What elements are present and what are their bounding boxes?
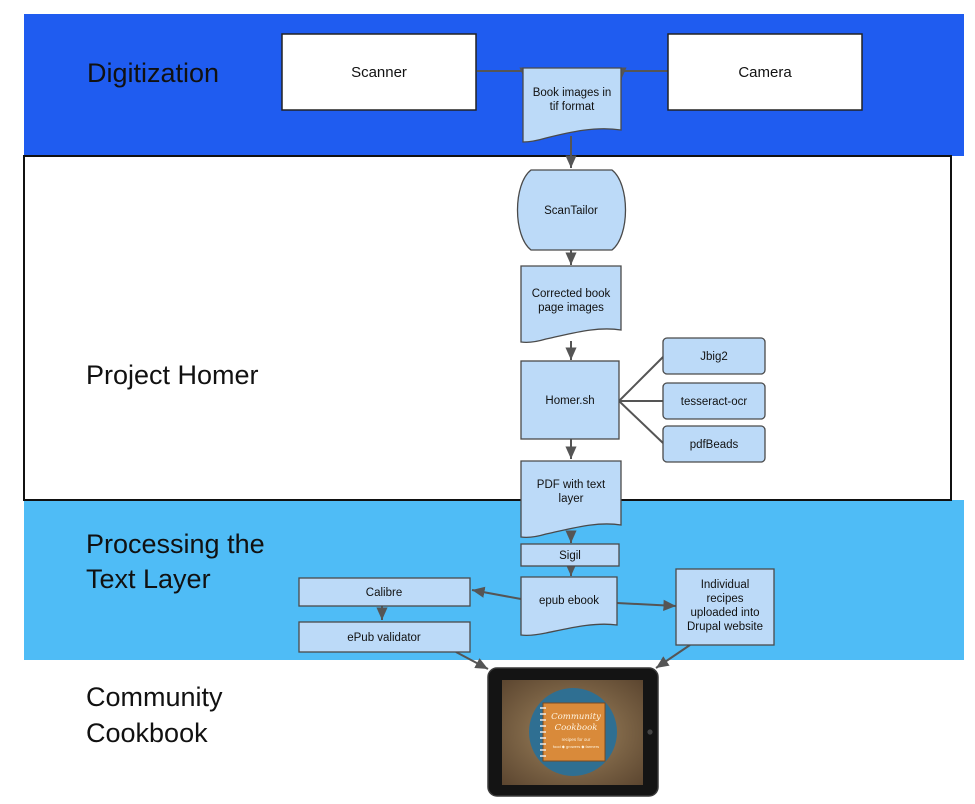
lane-title-cookbook-line1: Community [86, 682, 223, 712]
tesseract-node [662, 382, 766, 420]
cookbook-subtitle-line2: food ◆ growers ◆ farmers [553, 744, 599, 749]
recipes-node [675, 568, 775, 646]
recipes-label-line2: recipes [706, 593, 743, 605]
calibre-node [298, 577, 471, 607]
epub-ebook-doc [520, 576, 618, 637]
lane-title-digitization: Digitization [87, 58, 219, 88]
arrow-validator-to-tablet [455, 651, 489, 670]
pdfbeads-label: pdfBeads [690, 439, 739, 451]
scanner-label: Scanner [351, 64, 407, 81]
book-images-label-line1: Book images in [533, 87, 612, 99]
homer-sh-label: Homer.sh [545, 395, 594, 407]
jbig2-node [662, 337, 766, 375]
pdf-text-doc [520, 460, 622, 539]
recipes-label-line3: uploaded into [690, 607, 759, 619]
corrected-images-doc [520, 265, 622, 344]
homer-sh-node [520, 360, 620, 440]
scantailor-label: ScanTailor [544, 205, 598, 217]
arrow-epub-to-calibre [471, 586, 522, 600]
epub-validator-node [298, 621, 471, 653]
jbig2-label: Jbig2 [700, 351, 728, 363]
camera-label: Camera [738, 64, 792, 81]
corrected-label-line1: Corrected book [532, 288, 611, 300]
scanner-box [281, 33, 477, 111]
recipes-label-line4: Drupal website [687, 621, 763, 633]
arrow-epub-to-recipes [616, 599, 677, 611]
epub-validator-label: ePub validator [347, 632, 421, 644]
book-images-doc [522, 67, 622, 143]
homer-band [23, 155, 952, 501]
pdfbeads-node [662, 425, 766, 463]
connectors [376, 67, 691, 670]
lane-title-processing-line2: Text Layer [86, 564, 211, 594]
cookbook-title-line1: Community [551, 712, 601, 722]
line-homer-to-jbig2 [618, 356, 664, 402]
pdf-text-label-line2: layer [559, 493, 584, 505]
lane-title-homer: Project Homer [86, 360, 259, 390]
camera-box [667, 33, 863, 111]
cookbook-subtitle-line1: recipes for our [562, 737, 591, 742]
tablet-device: Community Cookbook recipes for our food … [487, 667, 659, 797]
sigil-label: Sigil [559, 550, 581, 562]
book-images-label-line2: tif format [550, 101, 596, 113]
cookbook-title-line2: Cookbook [555, 723, 598, 733]
corrected-label-line2: page images [538, 302, 604, 314]
epub-label: epub ebook [539, 595, 599, 607]
calibre-label: Calibre [366, 587, 402, 599]
lane-title-cookbook-line2: Cookbook [86, 718, 208, 748]
lane-title-processing-line1: Processing the [86, 529, 265, 559]
tablet-home-button [647, 729, 653, 735]
cookbook-spiral [540, 707, 546, 757]
scantailor-node [516, 169, 627, 251]
processing-band [24, 500, 964, 660]
recipes-label-line1: Individual [701, 579, 750, 591]
line-homer-to-pdfbeads [618, 400, 664, 444]
pdf-text-label-line1: PDF with text [537, 479, 606, 491]
tesseract-label: tesseract-ocr [681, 396, 748, 408]
sigil-node [520, 543, 620, 567]
arrow-recipes-to-tablet [655, 644, 691, 669]
